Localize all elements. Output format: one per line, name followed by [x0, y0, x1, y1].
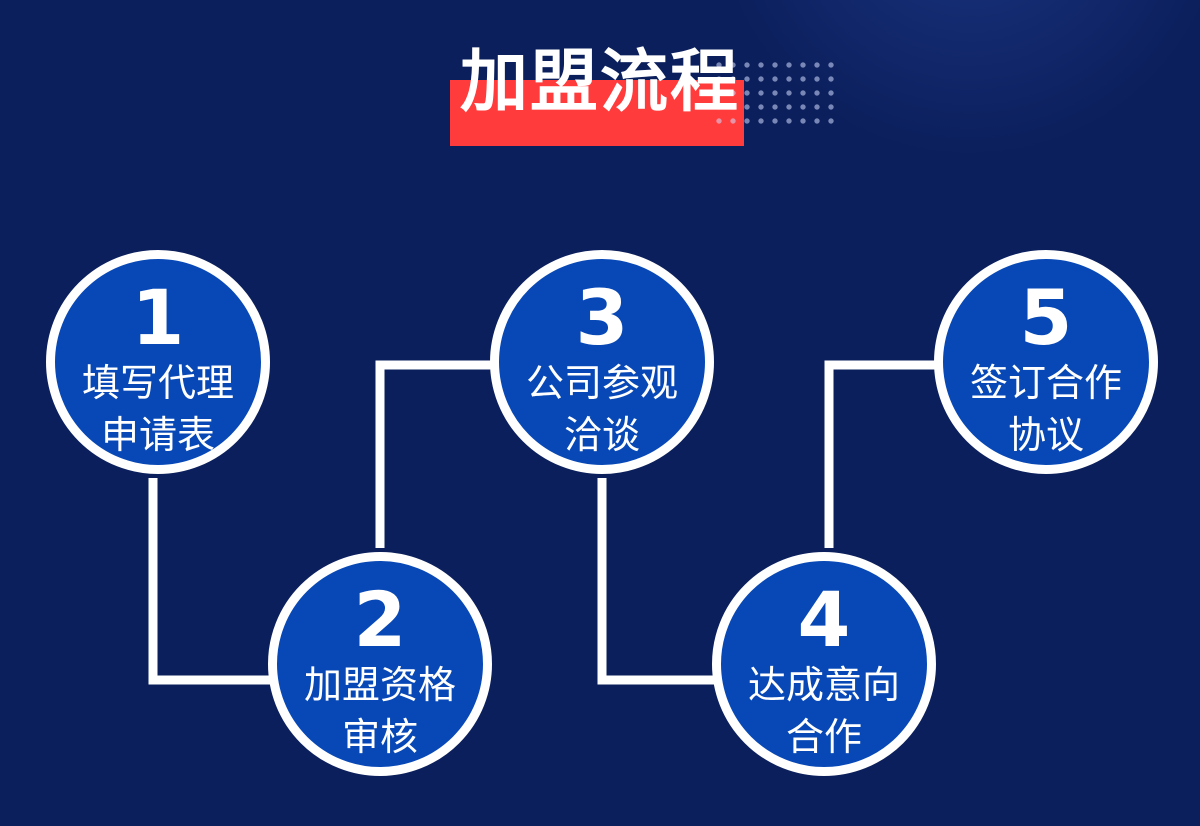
step-number: 3	[575, 273, 629, 362]
connector-1-2	[148, 478, 275, 685]
step-4-circle: 4 达成意向 合作	[712, 552, 936, 776]
title-highlight-bar	[450, 80, 744, 146]
step-label-line2: 审核	[341, 715, 418, 759]
step-label-line2: 申请表	[100, 413, 215, 457]
step-label-line2: 合作	[785, 715, 862, 759]
step-5-circle: 5 签订合作 协议	[934, 250, 1158, 474]
step-number: 2	[353, 575, 407, 664]
title-area: 加盟流程	[0, 0, 1200, 160]
step-number: 4	[797, 575, 851, 664]
step-label-line1: 填写代理	[81, 361, 234, 405]
step-1-circle: 1 填写代理 申请表	[46, 250, 270, 474]
step-label-line1: 签订合作	[969, 361, 1122, 405]
step-2-circle: 2 加盟资格 审核	[268, 552, 492, 776]
step-label-line1: 公司参观	[525, 361, 678, 405]
connector-2-3	[375, 360, 497, 548]
step-number: 1	[131, 273, 185, 362]
step-label-line1: 加盟资格	[303, 663, 456, 707]
connector-3-4	[597, 478, 719, 685]
step-number: 5	[1019, 273, 1073, 362]
connector-4-5	[824, 360, 941, 548]
page-title: 加盟流程	[459, 43, 740, 122]
step-3-circle: 3 公司参观 洽谈	[490, 250, 714, 474]
dot-grid-decoration	[712, 58, 842, 126]
step-label-line2: 协议	[1007, 413, 1084, 457]
step-label-line1: 达成意向	[747, 663, 900, 707]
step-label-line2: 洽谈	[563, 413, 640, 457]
